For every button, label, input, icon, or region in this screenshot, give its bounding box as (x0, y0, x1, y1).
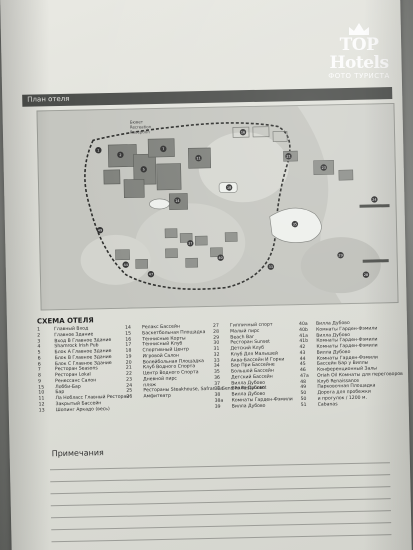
map-marker: 37 (187, 240, 194, 247)
map-marker: 18 (225, 184, 233, 191)
map-marker: 28 (362, 271, 370, 278)
map-marker: 33 (267, 263, 274, 270)
map-marker: 40 (217, 254, 224, 261)
map-marker: 23 (320, 164, 327, 171)
watermark-logo: TOP Hotels ФОТО ТУРИСТА (313, 22, 405, 80)
map-marker: 2 (117, 151, 124, 158)
legend-entry: 39 Вилла Дубово (215, 403, 293, 410)
legend-title: СХЕМА ОТЕЛЯ (36, 316, 94, 326)
svg-text:24: 24 (372, 198, 376, 202)
notes-line (50, 510, 391, 519)
legend-entry: 51 Cabanas (301, 400, 404, 408)
notes-line (50, 498, 391, 507)
map-label-reception: Reception (130, 129, 150, 134)
map-marker: 16 (239, 128, 247, 136)
svg-text:37: 37 (188, 242, 192, 246)
notes-title: Примечания (51, 448, 104, 459)
map-marker: 35 (291, 220, 299, 228)
map-section-title: План отеля (27, 94, 70, 104)
legend-entry-label: Амфитеатр (143, 393, 171, 400)
hotel-site-map: 1 2 5 7 11 14 16 18 21 23 24 35 29 37 40… (36, 103, 399, 311)
map-marker: 21 (285, 153, 292, 160)
watermark-subtitle: ФОТО ТУРИСТА (328, 72, 390, 80)
crown-icon (349, 23, 369, 35)
legend-entry-label: Шопинг Аркадо (весь) (55, 406, 110, 413)
legend-entry-label: Вилла Дубово (231, 403, 266, 409)
legend-entry-label: Cabanas (317, 401, 338, 408)
svg-text:1: 1 (97, 149, 99, 153)
svg-text:29: 29 (338, 253, 342, 257)
map-marker: 24 (371, 196, 378, 203)
svg-text:11: 11 (196, 156, 200, 160)
svg-text:40: 40 (218, 256, 222, 260)
legend-entry-number: 13 (38, 407, 45, 414)
svg-text:18: 18 (227, 186, 231, 190)
svg-text:23: 23 (322, 166, 326, 170)
map-label-buvet: Бювет (130, 119, 144, 124)
svg-text:2: 2 (119, 153, 121, 157)
notes-line (51, 534, 392, 543)
svg-text:49: 49 (98, 228, 102, 232)
map-marker: 29 (337, 251, 344, 259)
svg-text:16: 16 (241, 130, 245, 134)
svg-text:33: 33 (269, 265, 273, 269)
svg-text:5: 5 (143, 168, 145, 172)
map-marker: 49 (96, 227, 104, 234)
map-marker: 5 (140, 166, 147, 173)
site-plan-drawing: 1 2 5 7 11 14 16 18 21 23 24 35 29 37 40… (37, 104, 398, 310)
map-label-recreation: Recreation (130, 124, 152, 129)
svg-text:47: 47 (149, 272, 153, 276)
map-marker: 47 (147, 270, 155, 278)
watermark-brand: TOP Hotels (329, 35, 389, 73)
svg-text:7: 7 (162, 147, 164, 151)
map-marker: 1 (95, 147, 102, 154)
notes-line (50, 486, 391, 495)
svg-text:21: 21 (286, 155, 290, 159)
legend-entry-number: 51 (300, 402, 307, 408)
notes-line (50, 474, 391, 483)
map-marker: 7 (160, 145, 167, 153)
svg-text:44: 44 (124, 263, 128, 267)
notes-line (49, 462, 390, 471)
svg-text:28: 28 (364, 273, 368, 277)
map-marker: 14 (174, 197, 181, 204)
svg-text:35: 35 (293, 222, 297, 226)
svg-text:14: 14 (175, 199, 179, 203)
map-marker: 44 (122, 261, 129, 268)
legend-entry-number: 26 (126, 394, 133, 400)
map-marker: 11 (195, 154, 202, 162)
notes-line (51, 522, 392, 531)
legend-entry: 13 Шопинг Аркадо (весь) (39, 406, 130, 414)
legend-entry-number: 39 (214, 404, 221, 410)
